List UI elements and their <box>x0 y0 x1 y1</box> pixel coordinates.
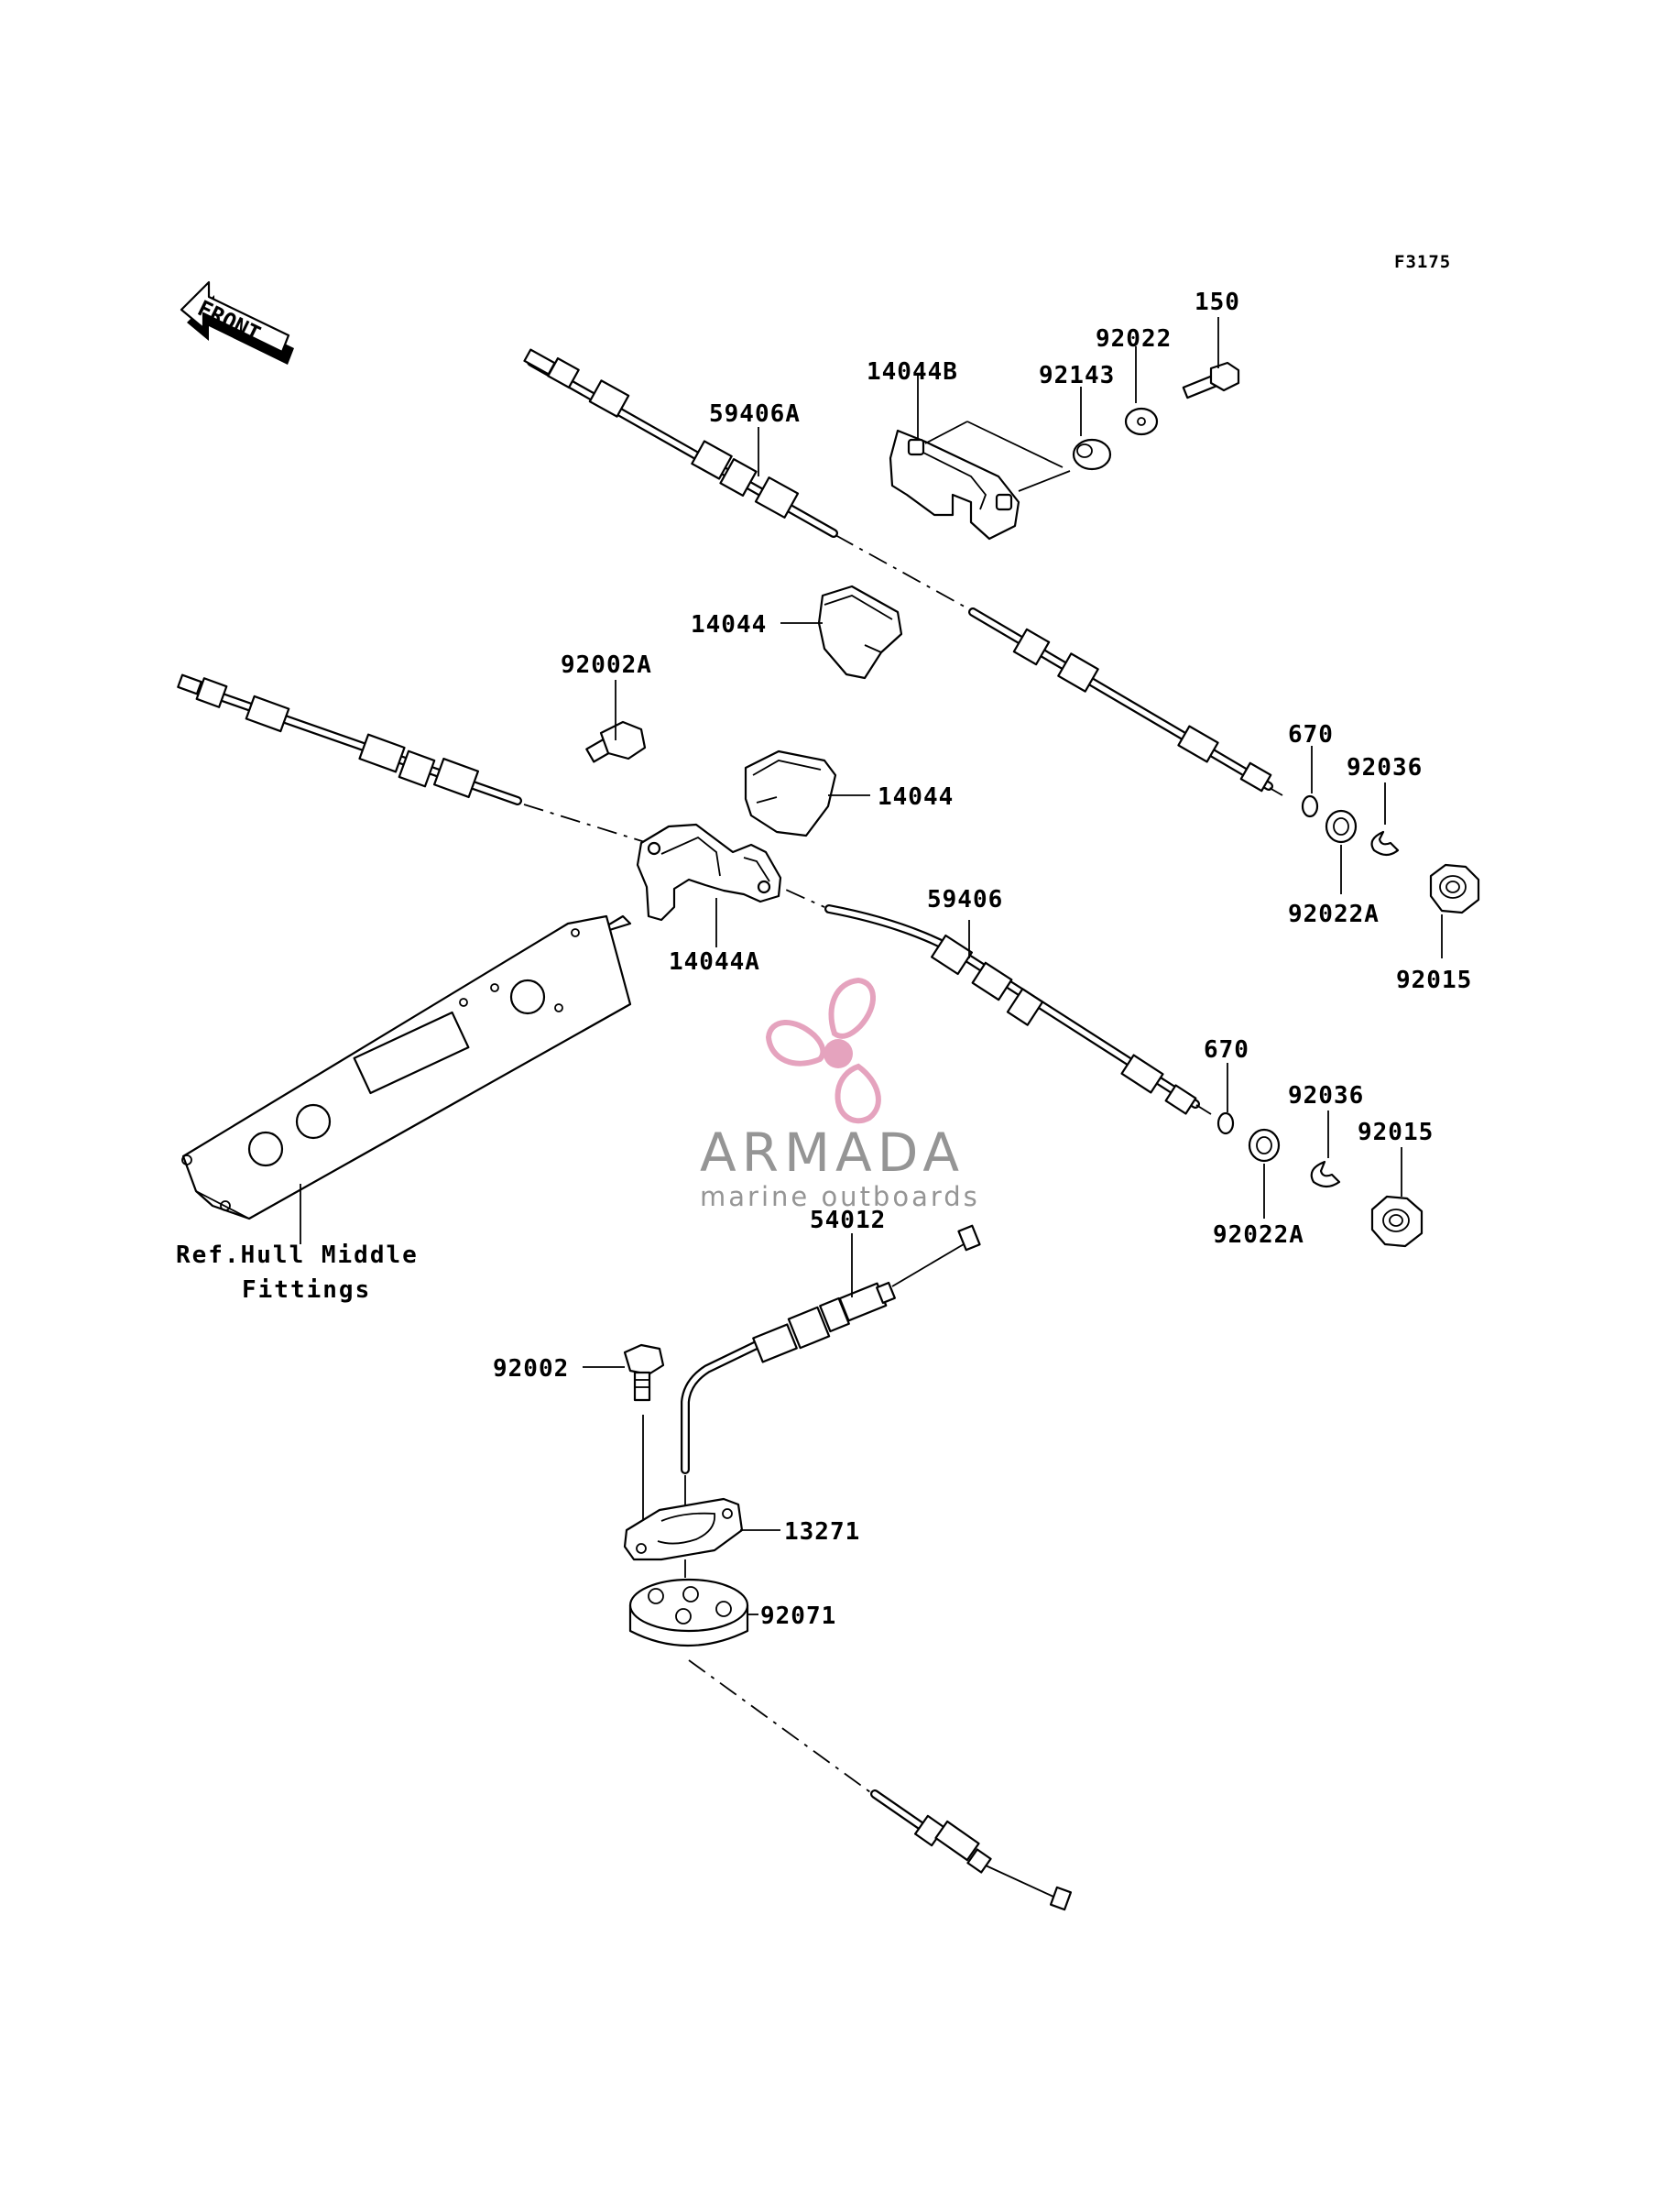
propeller-blade-right <box>835 1063 881 1124</box>
callout-14044A: 14044A <box>669 948 760 976</box>
callout-14044-top: 14044 <box>691 611 767 639</box>
callout-14044-mid: 14044 <box>878 783 954 811</box>
armada-logo: ARMADA marine outboards <box>700 977 980 1212</box>
washer-92022A-top <box>1325 809 1358 844</box>
spacer-92143 <box>1072 438 1112 471</box>
figure-code: F3175 <box>1394 252 1451 272</box>
bolt-150 <box>1182 361 1240 399</box>
callout-92002: 92002 <box>493 1355 569 1383</box>
callout-92143: 92143 <box>1039 362 1115 389</box>
bolt-92002 <box>623 1343 665 1402</box>
bracket-14044B <box>889 429 1020 541</box>
watermark-brand: ARMADA <box>700 1121 965 1184</box>
front-label: FRONT <box>193 295 264 347</box>
callout-92015-bot: 92015 <box>1358 1119 1434 1146</box>
callout-92071: 92071 <box>760 1603 836 1630</box>
callout-92036-top: 92036 <box>1347 754 1423 782</box>
watermark-tagline: marine outboards <box>700 1181 980 1212</box>
grommet-92071 <box>628 1578 749 1647</box>
callout-92022: 92022 <box>1096 325 1172 353</box>
callout-92036-bot: 92036 <box>1288 1082 1364 1110</box>
cable-59406A-rear <box>968 607 1283 796</box>
callout-92022A-top: 92022A <box>1288 901 1380 928</box>
plate-13271 <box>623 1497 744 1561</box>
cover-14044-mid <box>744 749 837 837</box>
cable-59406A <box>523 348 838 538</box>
propeller-blade-left <box>765 1020 826 1067</box>
callout-92015-top: 92015 <box>1396 967 1472 994</box>
bracket-14044A <box>636 823 782 922</box>
cable-54012-lower <box>870 1789 1073 1911</box>
nut-92015-top <box>1429 863 1480 914</box>
nut-92015-bot <box>1370 1195 1424 1248</box>
reference-label-line1: Ref.Hull Middle <box>176 1242 419 1269</box>
clip-92036-top <box>1370 830 1400 857</box>
callout-59406: 59406 <box>927 886 1003 914</box>
callout-54012: 54012 <box>810 1207 886 1234</box>
clip-92036-bot <box>1310 1160 1341 1188</box>
washer-92022 <box>1124 407 1159 436</box>
callout-14044B: 14044B <box>867 358 958 386</box>
cable-left <box>177 673 522 805</box>
cover-14044-top <box>817 585 903 680</box>
callout-670-bot: 670 <box>1204 1036 1249 1064</box>
propeller-blade-top <box>828 977 876 1039</box>
callout-92002A: 92002A <box>561 651 652 679</box>
propeller-hub <box>824 1039 853 1068</box>
callout-13271: 13271 <box>784 1518 860 1546</box>
propeller-icon <box>765 977 881 1124</box>
washer-92022A-bot <box>1248 1128 1281 1163</box>
callout-59406A: 59406A <box>709 400 801 428</box>
cable-59406 <box>824 904 1212 1115</box>
front-arrow-icon: FRONT <box>180 280 294 365</box>
callout-670-top: 670 <box>1288 721 1334 749</box>
cable-54012 <box>681 1224 981 1474</box>
callout-92022A-bot: 92022A <box>1213 1221 1304 1249</box>
callout-150: 150 <box>1195 289 1240 316</box>
oring-670-bot <box>1216 1111 1235 1135</box>
bolt-92002A <box>585 720 647 763</box>
reference-label-line2: Fittings <box>242 1276 371 1304</box>
oring-670-top <box>1301 794 1319 818</box>
hull-fittings-plate <box>181 914 632 1220</box>
